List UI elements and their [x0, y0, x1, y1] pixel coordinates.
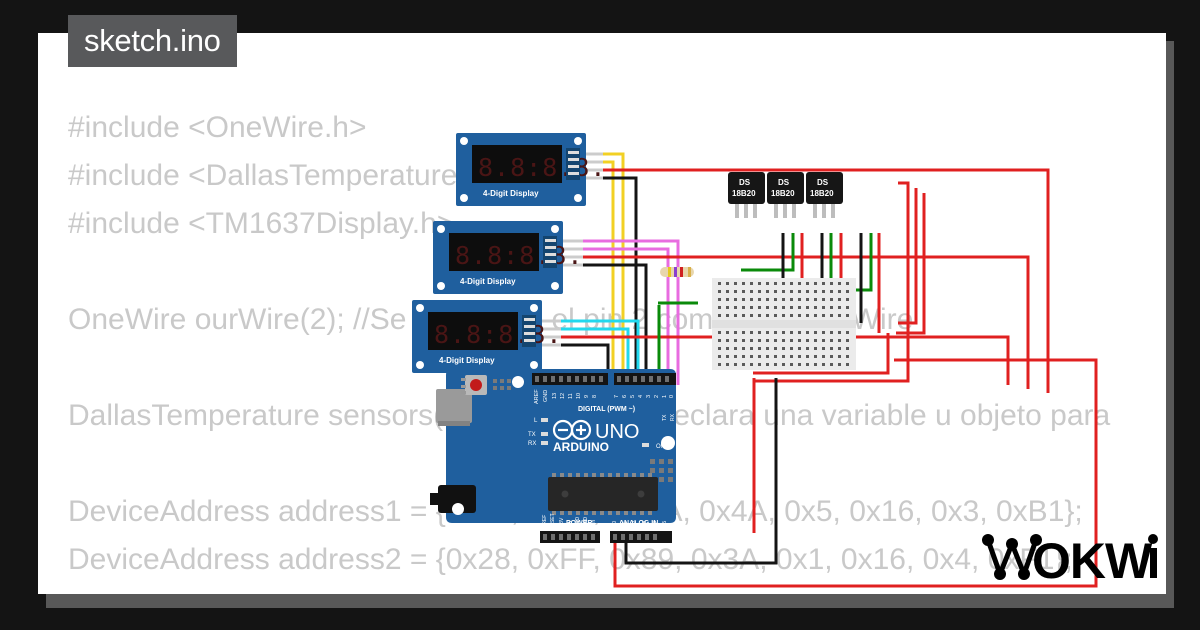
svg-text:A2: A2	[632, 521, 638, 527]
svg-text:POWER: POWER	[566, 520, 592, 527]
svg-text:8: 8	[592, 395, 598, 398]
display3-stub-wires	[539, 319, 561, 347]
resistor	[660, 267, 694, 277]
svg-text:0: 0	[669, 395, 675, 398]
svg-text:RESET: RESET	[550, 513, 556, 530]
svg-text:GND: GND	[575, 517, 581, 529]
svg-text:DS: DS	[817, 178, 829, 187]
svg-text:L: L	[534, 418, 538, 424]
svg-text:18B20: 18B20	[810, 189, 834, 198]
svg-text:8.8:8.8.: 8.8:8.8.	[434, 320, 562, 349]
wire-black-display1	[596, 176, 638, 385]
svg-text:TX: TX	[528, 432, 536, 438]
arduino-uno-board: AREF GND 13 12 11 10 9 8 7 6 5 4 3 2	[430, 369, 676, 543]
svg-text:4: 4	[638, 395, 644, 398]
svg-text:A5: A5	[662, 521, 668, 527]
breadboard-holes	[718, 282, 849, 366]
svg-text:18B20: 18B20	[732, 189, 756, 198]
svg-text:7: 7	[614, 395, 620, 398]
ds18b20-sensor-1: DS 18B20	[728, 172, 765, 218]
svg-text:8.8:8.8.: 8.8:8.8.	[478, 153, 606, 182]
svg-text:5V: 5V	[567, 519, 573, 526]
svg-text:RX: RX	[670, 413, 676, 421]
svg-text:ANALOG IN: ANALOG IN	[619, 520, 658, 527]
wire-red-display2	[583, 255, 1030, 389]
wire-cyan-2	[561, 327, 630, 385]
ds18b20-sensor-3: DS 18B20	[806, 172, 843, 218]
svg-text:A3: A3	[642, 521, 648, 527]
svg-text:8.8:8.8.: 8.8:8.8.	[455, 241, 583, 270]
svg-text:ON: ON	[656, 444, 665, 450]
svg-text:3: 3	[646, 395, 652, 398]
svg-text:UNO: UNO	[595, 421, 639, 443]
svg-text:DS: DS	[778, 178, 790, 187]
svg-text:OKW: OKW	[1032, 533, 1153, 589]
wire-red-bb-4	[898, 188, 918, 325]
svg-text:A1: A1	[622, 521, 628, 527]
wokwi-logo-mark: OKW	[982, 533, 1158, 589]
svg-text:Vin: Vin	[591, 520, 597, 527]
filename-chip: sketch.ino	[68, 15, 237, 67]
wire-red-5v-long	[613, 358, 1098, 588]
wire-yellow-1	[603, 152, 625, 385]
four-digit-display-2: 8.8:8.8. 4-Digit Display	[433, 221, 583, 294]
ds18b20-sensor-2: DS 18B20	[767, 172, 804, 218]
svg-text:2: 2	[654, 395, 660, 398]
svg-text:3.3V: 3.3V	[559, 517, 565, 528]
wire-yellow-2	[603, 160, 615, 385]
svg-text:9: 9	[584, 395, 590, 398]
svg-text:AREF: AREF	[534, 389, 540, 404]
wire-red-bb-2	[753, 333, 890, 375]
svg-text:1: 1	[662, 395, 668, 398]
wokwi-logo: OKW	[978, 528, 1166, 594]
svg-text:IOREF: IOREF	[542, 515, 548, 530]
wire-red-bb-3	[753, 181, 910, 383]
svg-text:11: 11	[568, 393, 574, 399]
svg-text:RX: RX	[528, 441, 536, 447]
wire-red-display3	[561, 335, 1010, 385]
svg-text:5: 5	[630, 395, 636, 398]
wire-magenta-1	[583, 239, 680, 385]
svg-text:18B20: 18B20	[771, 189, 795, 198]
display1-stub-wires	[583, 152, 603, 180]
svg-text:10: 10	[576, 393, 582, 399]
display2-stub-wires	[560, 239, 583, 267]
wire-cyan-1	[561, 319, 640, 385]
svg-text:DS: DS	[739, 178, 751, 187]
svg-text:GND: GND	[583, 517, 589, 529]
svg-text:A4: A4	[652, 521, 658, 527]
circuit-diagram: 8.8:8.8. 4-Digit Display 8.8:8.8.	[38, 33, 1166, 594]
svg-text:13: 13	[552, 393, 558, 399]
svg-text:DIGITAL (PWM ~): DIGITAL (PWM ~)	[578, 406, 635, 413]
four-digit-display-3: 8.8:8.8. 4-Digit Display	[412, 300, 562, 373]
svg-text:12: 12	[560, 393, 566, 399]
wire-red-display1	[603, 168, 1050, 393]
svg-text:4-Digit Display: 4-Digit Display	[439, 356, 495, 365]
svg-text:4-Digit Display: 4-Digit Display	[460, 277, 516, 286]
svg-text:4-Digit Display: 4-Digit Display	[483, 189, 539, 198]
svg-text:6: 6	[622, 395, 628, 398]
svg-text:TX: TX	[662, 414, 668, 421]
breadboard	[712, 278, 856, 370]
wokwi-project-card: #include <OneWire.h>#include <DallasTemp…	[38, 33, 1166, 594]
wire-black-gnd-long	[624, 378, 778, 565]
wire-green-s1	[741, 233, 795, 272]
wire-red-bb-5	[896, 193, 926, 335]
svg-text:ARDUINO: ARDUINO	[553, 440, 609, 454]
svg-text:GND: GND	[543, 390, 549, 402]
wire-magenta-2	[583, 247, 670, 385]
four-digit-display-1: 8.8:8.8. 4-Digit Display	[456, 133, 606, 206]
svg-text:A0: A0	[612, 521, 618, 527]
